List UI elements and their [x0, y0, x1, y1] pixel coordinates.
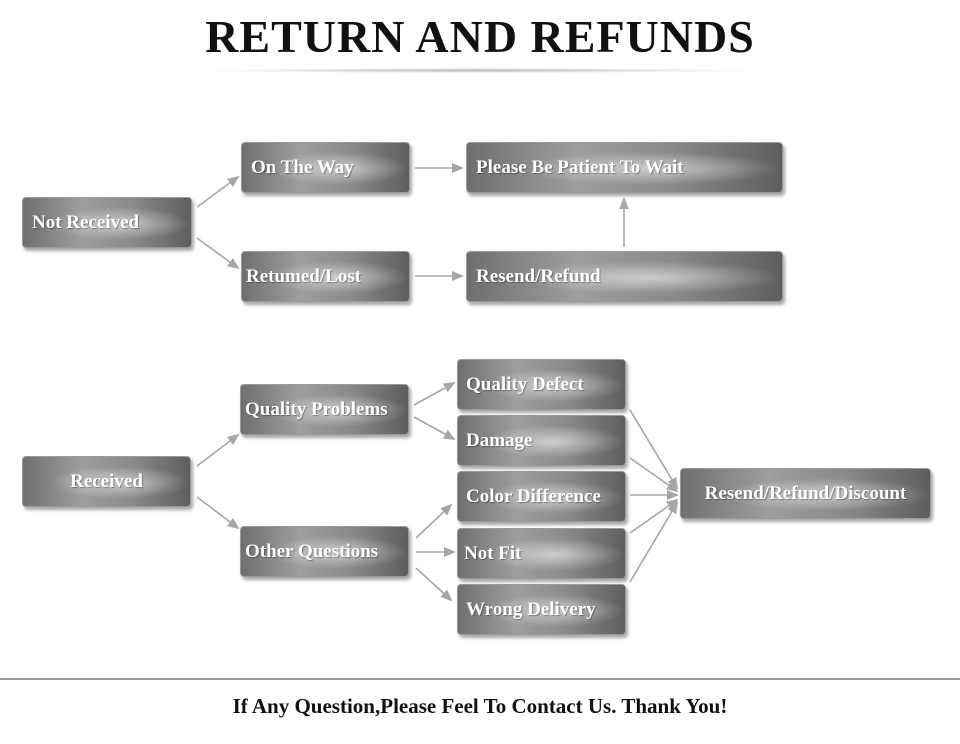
- arrow-not-received-to-returned-lost: [196, 237, 240, 270]
- arrow-damage-to-resolution: [629, 457, 679, 493]
- arrow-wrong-delivery-to-resolution: [629, 501, 679, 583]
- page-title: RETURN AND REFUNDS: [205, 11, 755, 62]
- footer-divider: [0, 678, 960, 680]
- node-on-the-way: On The Way: [241, 142, 410, 193]
- arrow-other-questions-to-wrong-delivery: [415, 567, 453, 602]
- arrow-other-questions-to-color-difference: [415, 503, 453, 539]
- node-damage: Damage: [457, 415, 626, 466]
- arrow-quality-defect-to-resolution: [629, 409, 679, 490]
- node-returned-lost: Retumed/Lost: [241, 251, 410, 302]
- arrow-quality-problems-to-quality-defect: [413, 382, 456, 406]
- node-color-difference: Color Difference: [457, 471, 626, 522]
- node-not-received: Not Received: [22, 197, 192, 248]
- node-resend-refund: Resend/Refund: [466, 251, 783, 302]
- node-quality-defect: Quality Defect: [457, 359, 626, 410]
- arrow-quality-problems-to-damage: [413, 416, 456, 440]
- arrow-not-fit-to-resolution: [629, 498, 679, 534]
- node-wrong-delivery: Wrong Delivery: [457, 584, 626, 635]
- node-quality-problems: Quality Problems: [240, 384, 409, 435]
- node-please-be-patient-to-wait: Please Be Patient To Wait: [466, 142, 783, 193]
- title-underline: [205, 68, 750, 73]
- arrow-not-received-to-on-the-way: [196, 175, 240, 208]
- footer-note: If Any Question,Please Feel To Contact U…: [232, 694, 728, 718]
- arrow-received-to-other-questions: [196, 496, 240, 530]
- node-not-fit: Not Fit: [457, 528, 626, 579]
- node-received: Received: [22, 456, 191, 507]
- node-resend-refund-discount: Resend/Refund/Discount: [680, 468, 931, 519]
- arrow-received-to-quality-problems: [196, 433, 240, 467]
- node-other-questions: Other Questions: [240, 526, 409, 577]
